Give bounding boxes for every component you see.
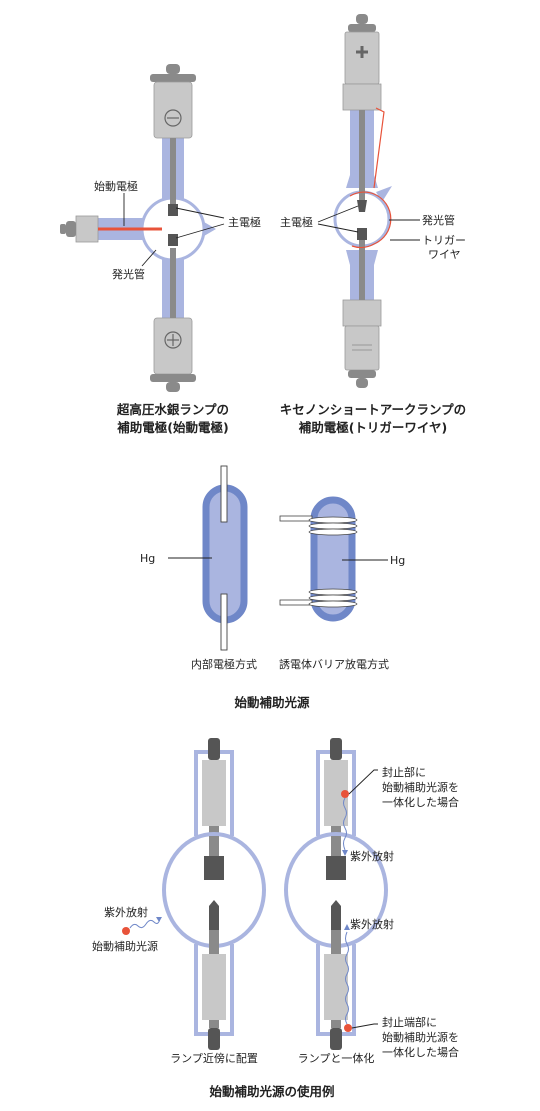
sub-dielectric-barrier: 誘電体バリア放電方式 (279, 657, 389, 671)
caption-xenon-line1: キセノンショートアークランプの (280, 402, 466, 417)
xenon-lamp-diagram (317, 14, 420, 388)
label-uv-top-right: 紫外放射 (350, 849, 394, 863)
label-seal-line3: 一体化した場合 (382, 795, 459, 809)
caption-usage-examples: 始動補助光源の使用例 (209, 1084, 334, 1099)
dielectric-barrier-capsule (279, 496, 388, 622)
label-trigger-wire-line1: トリガー (422, 234, 466, 247)
trigger-wire (373, 107, 385, 189)
lamp-integrated-source-diagram (284, 738, 388, 1050)
mercury-lamp-diagram (60, 64, 225, 392)
sub-lamp-near: ランプ近傍に配置 (170, 1051, 258, 1065)
label-seal-line2: 始動補助光源を (382, 780, 459, 794)
end-source-dot (344, 1024, 352, 1032)
label-main-electrode-right: 主電極 (280, 215, 313, 229)
seal-source-dot (341, 790, 349, 798)
label-uv-left: 紫外放射 (104, 905, 148, 919)
label-source-left: 始動補助光源 (92, 939, 158, 953)
label-main-electrode-left: 主電極 (228, 215, 261, 229)
caption-xenon-line2: 補助電極(トリガーワイヤ) (298, 420, 448, 435)
label-end-line3: 一体化した場合 (382, 1045, 459, 1059)
plus-icon (356, 46, 368, 58)
minus-icon (164, 109, 182, 127)
label-hg-left: Hg (140, 552, 155, 565)
label-arc-tube-left: 発光管 (112, 267, 145, 281)
label-uv-bottom-right: 紫外放射 (350, 917, 394, 931)
label-end-line1: 封止端部に (382, 1015, 437, 1029)
label-arc-tube-right: 発光管 (422, 213, 455, 227)
sub-internal-electrode: 内部電極方式 (191, 657, 257, 671)
caption-mercury-line1: 超高圧水銀ランプの (116, 402, 229, 417)
label-start-electrode: 始動電極 (94, 179, 138, 193)
label-hg-right: Hg (390, 554, 405, 567)
caption-start-assist: 始動補助光源 (234, 695, 310, 710)
lamp-near-source-diagram (122, 738, 266, 1050)
plus-icon (164, 331, 182, 349)
start-source-dot (122, 927, 130, 935)
label-trigger-wire-line2: ワイヤ (428, 248, 461, 261)
caption-mercury-line2: 補助電極(始動電極) (116, 420, 228, 435)
internal-electrode-capsule (168, 465, 248, 651)
sub-lamp-integrated: ランプと一体化 (298, 1051, 375, 1065)
label-seal-line1: 封止部に (382, 765, 426, 779)
label-end-line2: 始動補助光源を (382, 1030, 459, 1044)
